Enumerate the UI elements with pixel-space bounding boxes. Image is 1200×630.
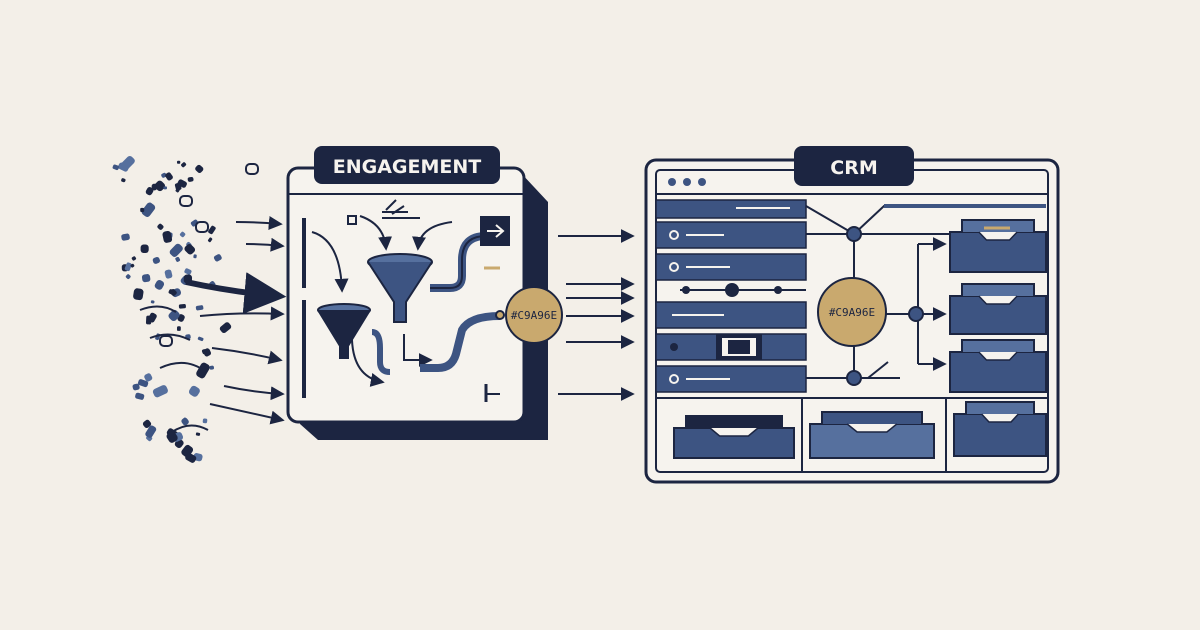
data-fragment [195,305,204,311]
data-fragment [152,256,161,264]
folder-tray-row [673,401,1047,459]
engagement-title: ENGAGEMENT [333,156,482,178]
arrow-right-icon [480,216,510,246]
engagement-panel: ENGAGEMENT [286,146,563,440]
data-fragment [195,164,204,173]
data-fragment [130,263,135,268]
data-fragment [201,349,207,355]
data-fragment [181,162,187,168]
data-fragment [193,254,197,259]
list-item [655,221,807,249]
data-fragment [140,207,145,213]
data-fragment [141,274,151,283]
list-item [655,253,807,281]
data-fragment [163,186,168,190]
folder-tray-icon [673,415,795,459]
data-fragment [157,223,164,230]
folder-tray-icon [953,401,1047,457]
funnel-icon [317,303,371,359]
data-fragment [154,279,165,290]
folder-tray-icon [809,411,935,459]
data-fragment [133,288,144,301]
data-fragment [166,431,178,443]
data-fragment [159,361,207,373]
engagement-node-label: #C9A96E [511,309,557,322]
data-fragment [179,231,186,238]
data-fragment [184,268,192,275]
data-fragment [202,418,208,424]
data-fragment [124,262,132,272]
data-fragment [154,180,166,192]
data-fragment [195,432,201,436]
folder-tray-icon [949,339,1047,393]
data-fragment [135,392,145,400]
data-fragment [207,237,213,243]
data-fragment [213,254,222,262]
data-fragment [179,195,193,207]
data-fragment [195,221,209,233]
scattered-data-fragments [112,155,259,463]
data-fragment [144,373,153,382]
data-fragment [185,452,197,463]
data-fragment [132,383,140,391]
data-fragment [197,336,204,342]
folder-tray-icon [949,219,1047,273]
data-fragment [168,309,180,322]
data-fragment [139,305,177,313]
data-fragment [131,256,137,261]
data-fragment [150,300,155,304]
data-fragment [125,274,131,280]
data-fragment [164,269,173,279]
folder-tray-icon [949,283,1047,335]
data-fragment [137,379,149,388]
data-fragment [141,202,156,217]
transfer-arrows [558,229,635,401]
data-fragment [162,230,173,243]
data-fragment [151,183,158,191]
data-fragment [145,187,154,196]
data-fragment [171,424,209,433]
data-fragment [112,164,120,171]
data-fragment [182,417,188,423]
list-item [655,365,807,393]
data-fragment [169,289,177,296]
data-fragment [176,160,181,164]
data-fragment [208,225,216,235]
data-fragment [169,243,183,257]
crm-record-list [655,199,807,393]
data-fragment [178,304,186,309]
window-dots-icon [668,178,706,186]
crm-node-label: #C9A96E [829,306,875,319]
data-fragment [161,172,167,178]
data-fragment [175,187,180,193]
inflow-arrows [185,216,287,425]
data-fragment [245,163,259,175]
data-fragment [152,385,168,398]
data-fragment [209,365,215,370]
data-fragment [145,425,157,438]
data-fragment [188,385,200,397]
data-fragment [147,312,157,323]
data-fragment [149,333,191,341]
data-fragment [174,182,182,191]
data-fragment [165,172,173,181]
data-fragment [121,178,126,183]
data-fragment [121,155,135,170]
data-fragment [184,243,196,255]
data-fragment [142,419,152,428]
data-fragment [187,176,194,182]
data-fragment [140,244,149,253]
folder-tray-stack [949,219,1047,393]
data-fragment [159,335,173,347]
data-fragment [175,256,181,262]
crm-title: CRM [830,157,877,179]
data-fragment [176,326,181,331]
funnel-icon [367,253,433,323]
crm-window: CRM [644,146,1060,484]
data-fragment [121,233,130,241]
data-fragment [219,322,232,334]
